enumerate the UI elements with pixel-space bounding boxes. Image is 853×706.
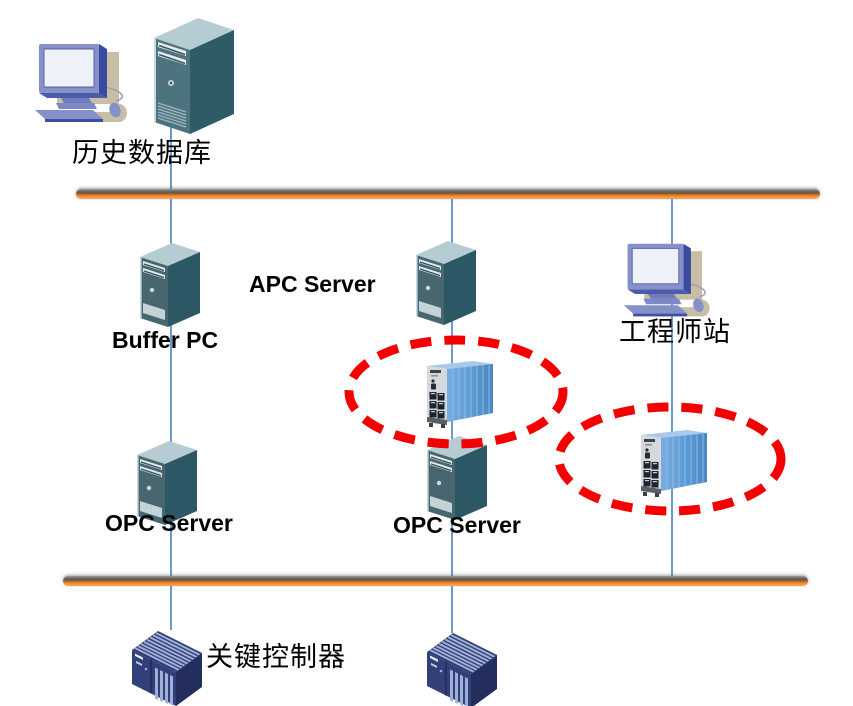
upper-network-bus: [76, 189, 820, 199]
label-historical-database: 历史数据库: [72, 138, 212, 169]
lower-network-bus: [63, 576, 808, 586]
connector-line-right: [671, 195, 673, 581]
plc-controller-icon-left: [124, 620, 204, 706]
label-key-controller: 关键控制器: [206, 642, 346, 673]
label-apc-server: APC Server: [249, 271, 376, 297]
label-buffer-pc: Buffer PC: [112, 327, 219, 353]
industrial-switch-icon-2: [635, 424, 713, 502]
engineer-station-icon: [620, 240, 718, 322]
label-opc-server-left: OPC Server: [105, 510, 233, 536]
label-opc-server-middle: OPC Server: [393, 512, 521, 538]
apc-server-tower-icon: [410, 239, 482, 327]
label-engineer-station: 工程师站: [619, 317, 731, 348]
opc-server-middle-tower-icon: [421, 434, 493, 522]
connector-line-left: [170, 120, 172, 630]
tower-server-icon: [146, 16, 242, 138]
desktop-computer-icon: [31, 40, 136, 128]
plc-controller-icon-right: [419, 622, 499, 706]
industrial-switch-icon-1: [421, 355, 499, 433]
buffer-pc-tower-icon: [134, 241, 206, 329]
